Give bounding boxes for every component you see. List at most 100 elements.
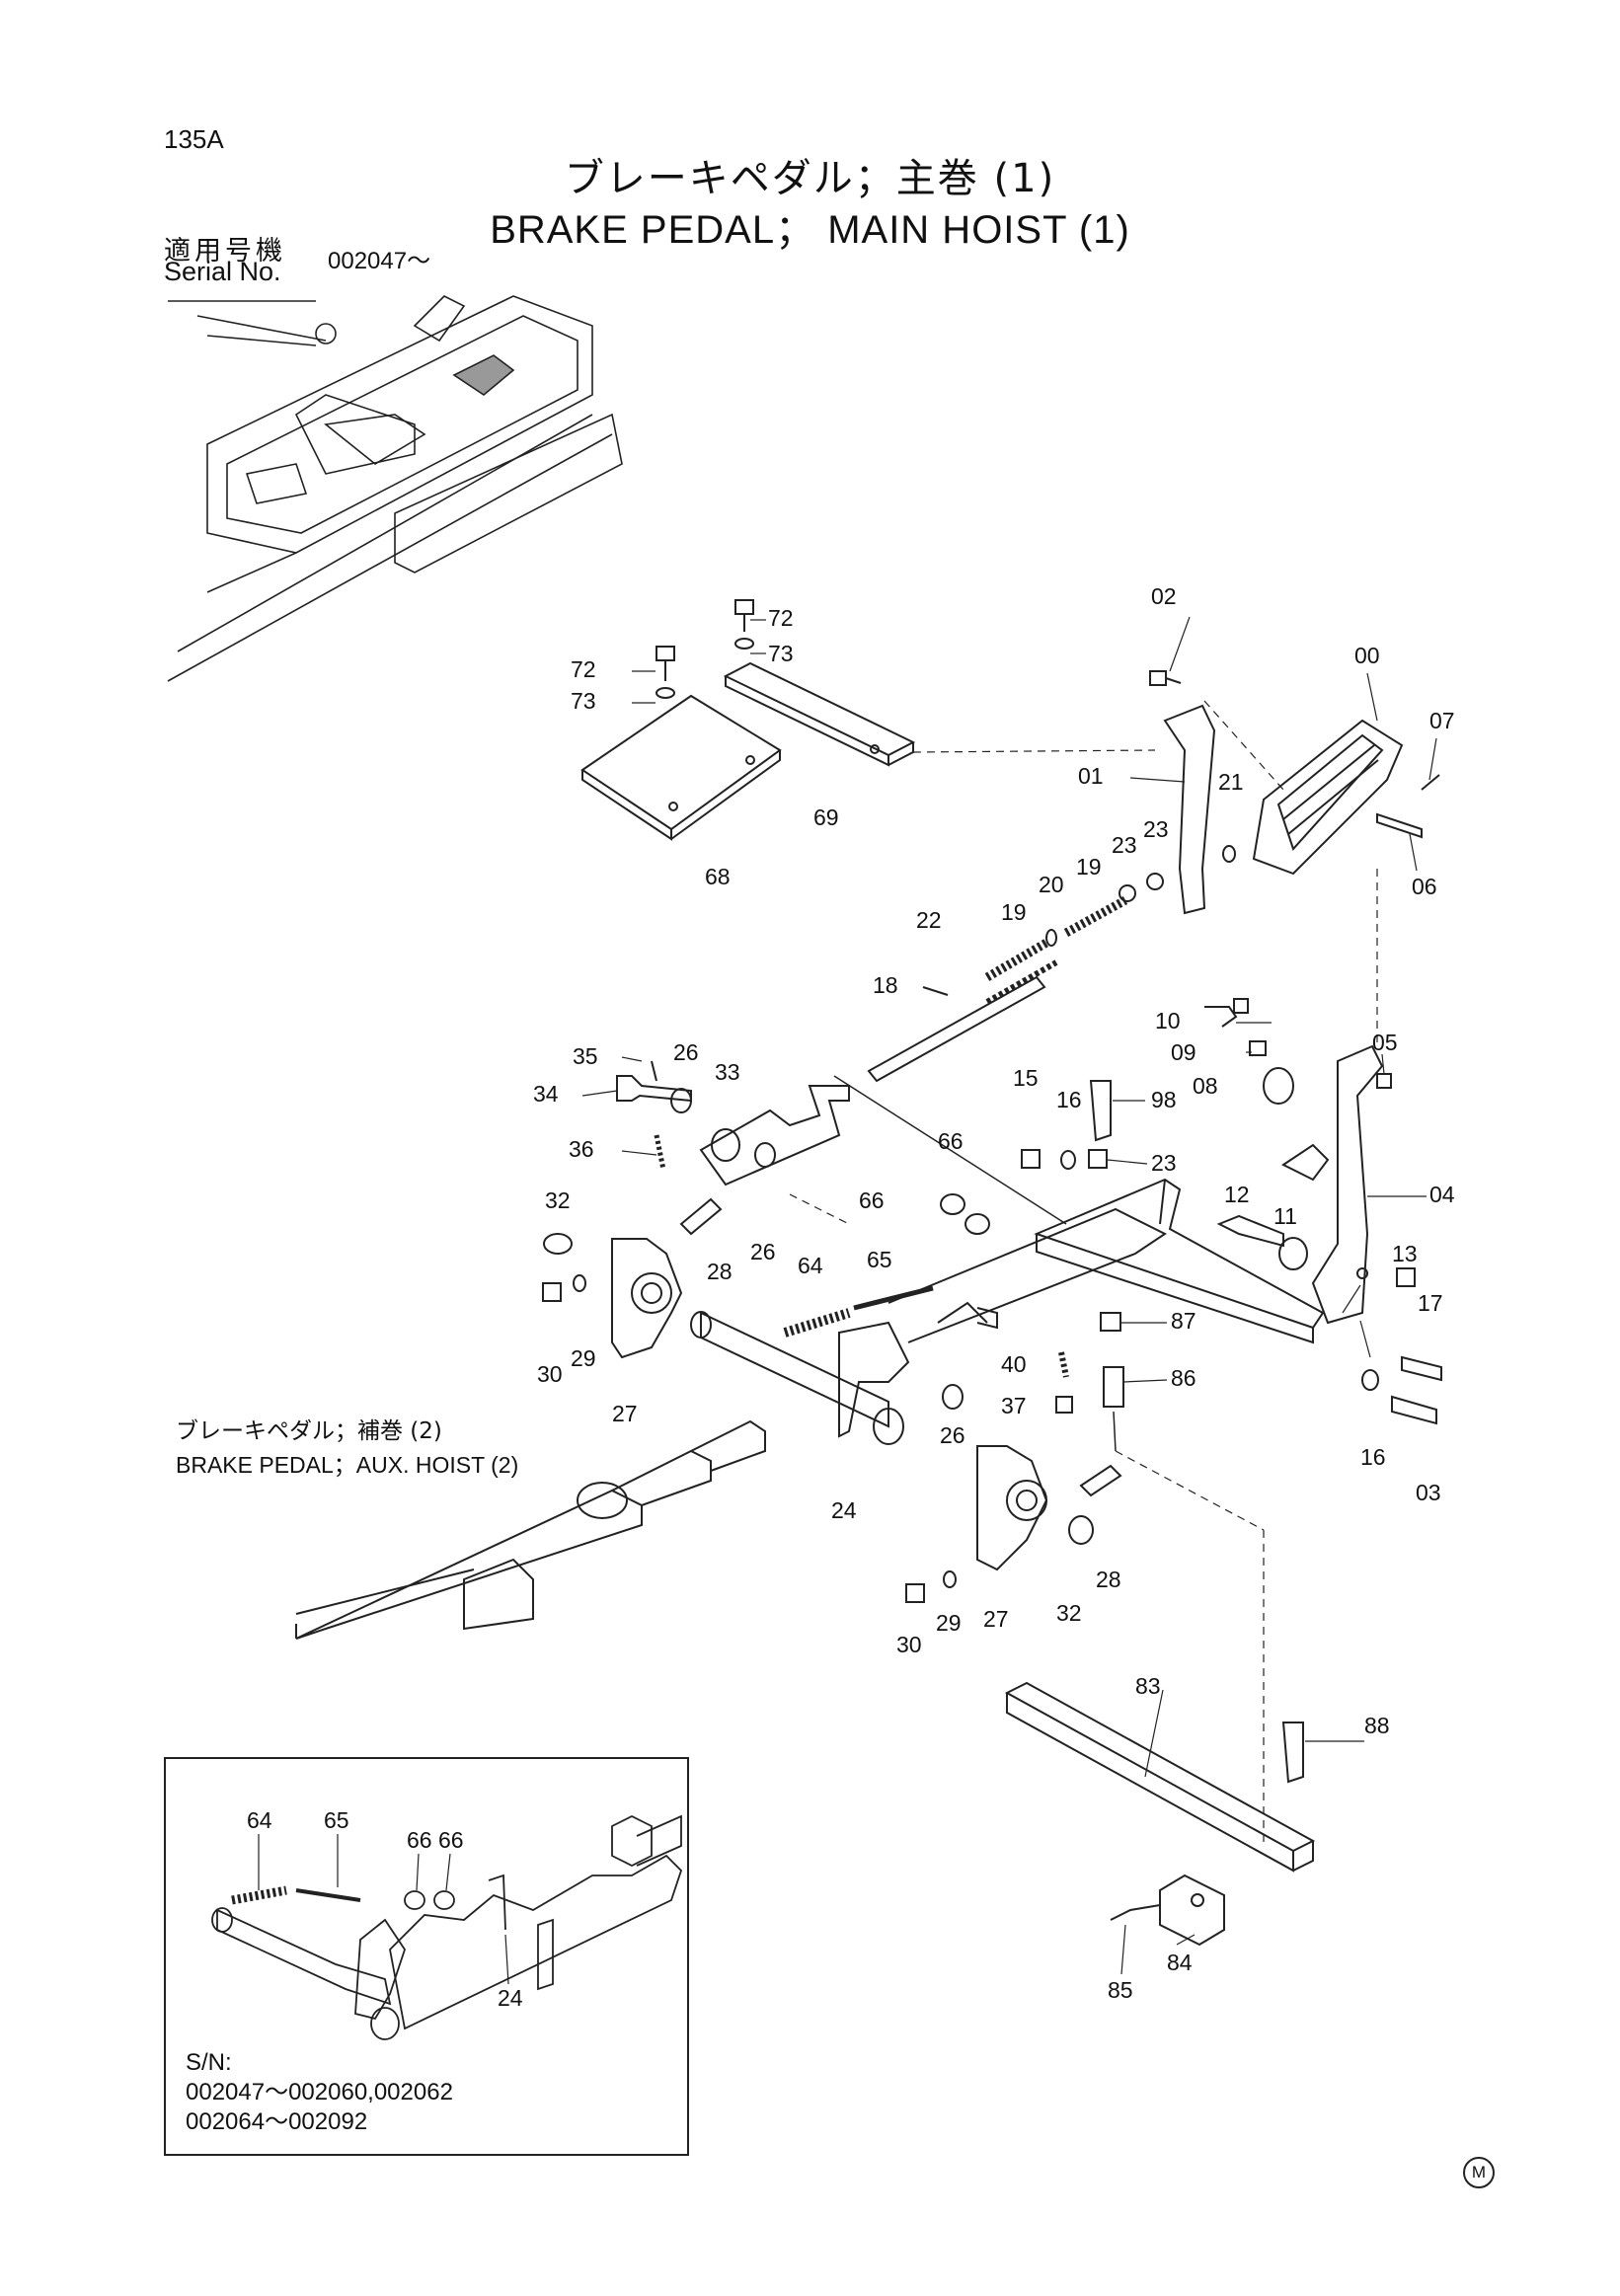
callout-87: 87	[1171, 1308, 1196, 1334]
serial-value: 002047～	[328, 248, 431, 274]
callout-85: 85	[1108, 1977, 1133, 2003]
washer-32a	[543, 1233, 573, 1255]
callout-27: 27	[612, 1401, 638, 1426]
bearing-block-27b	[976, 1445, 1048, 1571]
cross-shaft-24	[690, 1207, 1167, 1445]
callout-40: 40	[1001, 1351, 1027, 1377]
cover-plate-68	[580, 694, 782, 841]
callout-leaders	[581, 616, 1437, 1975]
channel-83	[1004, 1681, 1316, 1873]
callout-12: 12	[1224, 1182, 1250, 1207]
callout-08: 08	[1193, 1073, 1218, 1099]
bolt-02	[1149, 670, 1182, 686]
callout-27: 27	[983, 1606, 1009, 1632]
callout-01: 01	[1078, 763, 1104, 789]
bolt-06	[1376, 812, 1423, 839]
bolt-12-collar-11	[1216, 1214, 1308, 1270]
inset-callouts: 64 65 66 66 24	[247, 1807, 523, 2011]
bolt-28b	[1079, 1464, 1122, 1497]
callout-26: 26	[673, 1039, 699, 1065]
callout-30: 30	[896, 1632, 922, 1657]
aux-hoist-reference-english: BRAKE PEDAL；AUX. HOIST (2)	[176, 1452, 519, 1478]
callout-66: 66	[859, 1187, 885, 1213]
nut-30b	[905, 1583, 925, 1603]
callout-88: 88	[1364, 1713, 1390, 1738]
callout-06: 06	[1412, 874, 1437, 899]
callout-13: 13	[1392, 1241, 1418, 1266]
washer-29b	[943, 1570, 957, 1588]
inset-callout-66: 66	[438, 1827, 464, 1853]
inset-sn-line2: 002064～002092	[186, 2108, 368, 2135]
aux-hoist-reference-japanese: ブレーキペダル；補巻 (2)	[176, 1418, 442, 1444]
serial-label-japanese: 適用号機	[164, 236, 286, 267]
callout-26: 26	[750, 1239, 776, 1264]
callout-37: 37	[1001, 1393, 1027, 1418]
bushing-26c	[942, 1384, 964, 1410]
callout-69: 69	[813, 804, 839, 830]
machine-overview-illustration	[167, 295, 623, 682]
callout-23: 23	[1151, 1150, 1177, 1176]
serial-label-english: Serial No.	[164, 257, 281, 286]
callout-19: 19	[1076, 854, 1102, 880]
callout-64: 64	[798, 1253, 823, 1278]
cover-plate-69	[723, 661, 916, 767]
callout-16: 16	[1360, 1444, 1386, 1470]
callout-73: 73	[768, 641, 794, 666]
callout-65: 65	[867, 1247, 892, 1272]
callout-18: 18	[873, 972, 898, 998]
inset-variant-illustration	[211, 1814, 683, 2040]
callout-07: 07	[1429, 708, 1455, 733]
callout-72: 72	[571, 656, 596, 682]
spring-64-rod-65	[783, 1193, 990, 1338]
callout-24: 24	[831, 1497, 857, 1523]
callout-03: 03	[1416, 1480, 1441, 1505]
inset-callout-66: 66	[407, 1827, 432, 1853]
callout-26: 26	[940, 1422, 965, 1448]
callout-83: 83	[1135, 1673, 1161, 1699]
inset-callout-64: 64	[247, 1807, 272, 1833]
callout-72: 72	[768, 605, 794, 631]
pedal-lever-04	[1281, 1044, 1384, 1325]
rod-18-and-springs	[833, 873, 1164, 1225]
callout-10: 10	[1155, 1008, 1181, 1033]
inset-leaders	[258, 1834, 509, 1985]
nut-30a	[542, 1282, 562, 1302]
pedal-arm-01	[1163, 704, 1216, 915]
callout-22: 22	[916, 907, 942, 933]
callout-23: 23	[1112, 832, 1137, 858]
callout-19: 19	[1001, 899, 1027, 925]
callout-28: 28	[1096, 1567, 1121, 1592]
callout-36: 36	[569, 1136, 594, 1162]
bracket-33-and-bushings	[616, 1060, 850, 1186]
callout-20: 20	[1039, 872, 1064, 897]
callout-98: 98	[1151, 1087, 1177, 1112]
callout-32: 32	[1056, 1600, 1082, 1626]
callout-29: 29	[571, 1345, 596, 1371]
callout-73: 73	[571, 688, 596, 714]
callout-21: 21	[1218, 769, 1244, 795]
bolt-85	[1110, 1904, 1161, 1921]
aux-hoist-shaft-illustration	[295, 1419, 766, 1640]
callout-23: 23	[1143, 816, 1169, 842]
bolts-86-87-40-37	[1055, 1312, 1124, 1452]
inset-callout-65: 65	[324, 1807, 349, 1833]
guide-lines	[789, 700, 1378, 1846]
callout-11: 11	[1273, 1203, 1297, 1229]
inset-sn-line1: 002047～002060,002062	[186, 2079, 453, 2105]
title-japanese: ブレーキペダル；主巻 (1)	[564, 156, 1056, 201]
bolt-88	[1281, 1722, 1304, 1784]
washer-29a	[573, 1274, 586, 1292]
nut-05	[1376, 1073, 1392, 1089]
callout-00: 00	[1354, 643, 1380, 668]
callout-04: 04	[1429, 1182, 1455, 1207]
callout-86: 86	[1171, 1365, 1196, 1391]
bolt-98-nut-15-16-23	[1021, 1080, 1112, 1170]
pedal-pad-00	[1252, 719, 1404, 876]
callout-32: 32	[545, 1187, 571, 1213]
block-84	[1159, 1874, 1225, 1947]
callout-28: 28	[707, 1259, 733, 1284]
inset-sn-label: S/N:	[186, 2049, 232, 2076]
bolt-03	[1391, 1395, 1437, 1425]
washer-32b	[1068, 1515, 1094, 1545]
